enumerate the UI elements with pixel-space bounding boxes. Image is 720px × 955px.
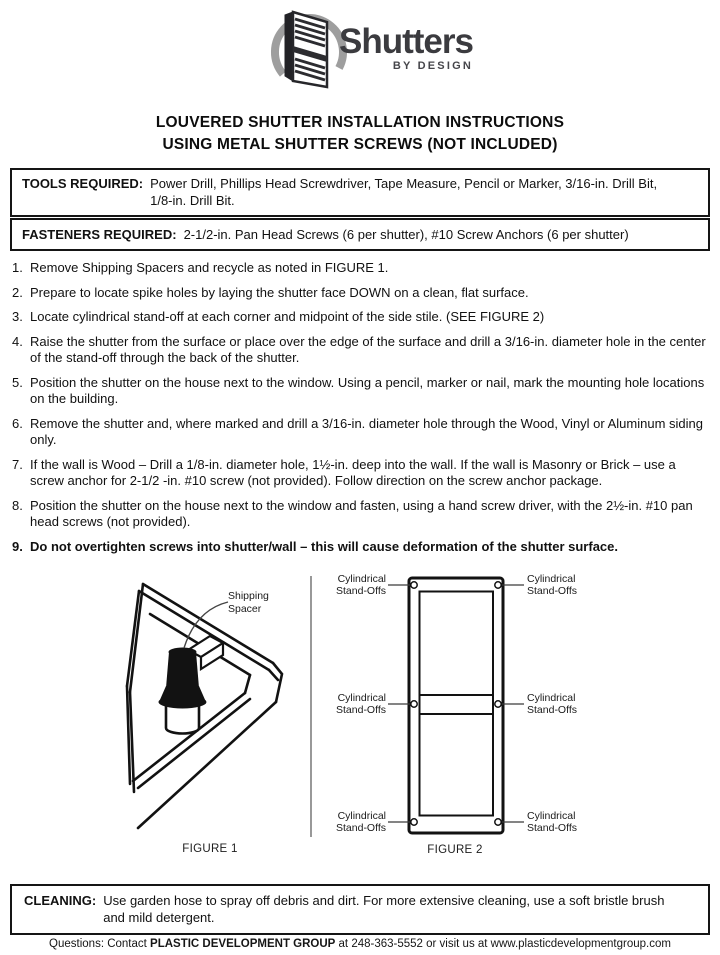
cleaning-box: CLEANING: Use garden hose to spray off d… [10,884,710,935]
instruction-item-3: 3. Locate cylindrical stand-off at each … [12,309,545,324]
brand-name: Shutters [339,22,474,61]
footer-company-name: PLASTIC DEVELOPMENT GROUP [150,938,336,950]
figure2-caption: FIGURE 2 [427,844,483,856]
figure1-leader-line [183,601,229,649]
figures-line-art [125,576,524,837]
figure1-caption: FIGURE 1 [182,843,238,855]
instruction-list: 1. Remove Shipping Spacers and recycle a… [12,260,706,563]
fasteners-required-box: FASTENERS REQUIRED: 2-1/2-in. Pan Head S… [10,218,710,251]
shipping-spacer-label: Shipping Spacer [228,590,269,615]
shutters-logo-icon [270,10,347,89]
figure1-shipping-spacer [158,647,207,709]
tools-required-box: TOOLS REQUIRED: Power Drill, Phillips He… [10,168,710,217]
instruction-item-5: 5. Position the shutter on the house nex… [12,374,705,407]
instruction-item-2: 2. Prepare to locate spike holes by layi… [12,284,529,300]
instruction-item-8: 8. Position the shutter on the house nex… [12,497,693,530]
figure1-standoff-cylinder [164,702,201,735]
instruction-item-1: 1. Remove Shipping Spacers and recycle a… [12,260,389,275]
footer-prefix: Questions: Contact [49,938,151,950]
page-title-line2: USING METAL SHUTTER SCREWS (NOT INCLUDED… [162,136,558,153]
tools-required-text: Power Drill, Phillips Head Screwdriver, … [150,176,658,208]
instruction-item-7: 7. If the wall is Wood – Drill a 1/8-in.… [12,456,676,489]
instruction-item-6: 6. Remove the shutter and, where marked … [12,415,703,448]
cleaning-text: Use garden hose to spray off debris and … [103,893,665,925]
footer-contact: Questions: Contact PLASTIC DEVELOPMENT G… [0,938,720,950]
fasteners-required-label: FASTENERS REQUIRED: [22,227,177,242]
instruction-item-4: 4. Raise the shutter from the surface or… [12,333,706,366]
fasteners-required-text: 2-1/2-in. Pan Head Screws (6 per shutter… [183,227,629,242]
figure2-drawing [388,576,524,835]
brand-tagline: BY DESIGN [392,60,473,72]
instruction-item-9: 9. Do not overtighten screws into shutte… [12,538,618,554]
page-title: LOUVERED SHUTTER INSTALLATION INSTRUCTIO… [0,112,720,156]
figure1-ledge [185,634,226,672]
figure1-drawing [125,582,284,830]
cleaning-label: CLEANING: [24,893,97,908]
page-title-line1: LOUVERED SHUTTER INSTALLATION INSTRUCTIO… [155,114,565,131]
footer-suffix: at 248-363-5552 or visit us at www.plast… [335,938,671,950]
tools-required-label: TOOLS REQUIRED: [22,176,144,191]
logo: Shutters BY DESIGN [0,4,720,92]
